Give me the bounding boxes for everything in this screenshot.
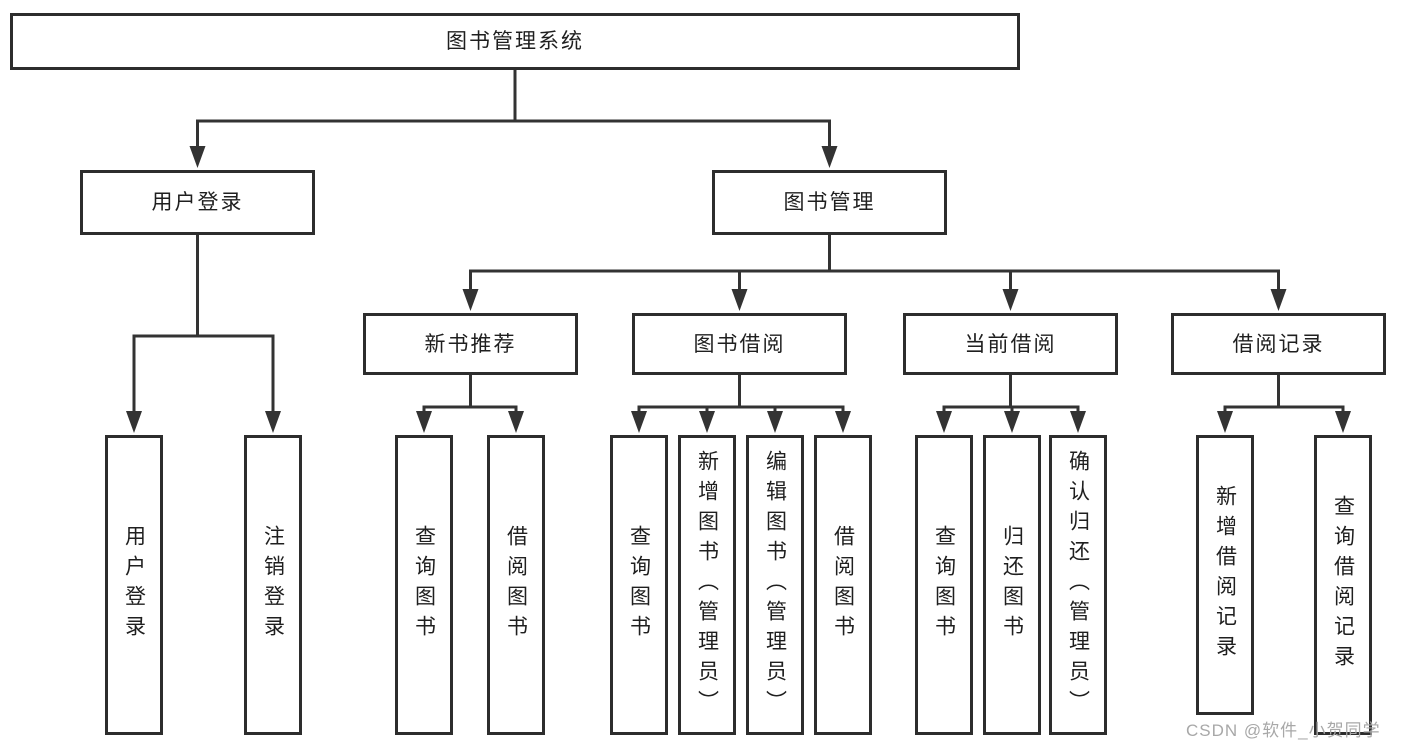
leaf-bb-add-books-admin: 新增图书（管理员）: [678, 435, 736, 735]
node-borrowing-records: 借阅记录: [1171, 313, 1386, 375]
node-user-login: 用户登录: [80, 170, 315, 235]
leaf-user-login: 用户登录: [105, 435, 163, 735]
node-book-management: 图书管理: [712, 170, 947, 235]
node-current-borrowing: 当前借阅: [903, 313, 1118, 375]
leaf-br-add-record: 新增借阅记录: [1196, 435, 1254, 715]
leaf-bb-borrow-books: 借阅图书: [814, 435, 872, 735]
leaf-nbr-borrow-books: 借阅图书: [487, 435, 545, 735]
leaf-logout: 注销登录: [244, 435, 302, 735]
leaf-bb-query-books: 查询图书: [610, 435, 668, 735]
leaf-cb-query-books: 查询图书: [915, 435, 973, 735]
leaf-cb-return-books: 归还图书: [983, 435, 1041, 735]
leaf-cb-confirm-return-admin: 确认归还（管理员）: [1049, 435, 1107, 735]
arrowheads: [126, 146, 1351, 433]
node-book-borrowing: 图书借阅: [632, 313, 847, 375]
leaf-bb-edit-books-admin: 编辑图书（管理员）: [746, 435, 804, 735]
leaf-nbr-query-books: 查询图书: [395, 435, 453, 735]
leaf-br-query-record: 查询借阅记录: [1314, 435, 1372, 735]
node-new-book-recommend: 新书推荐: [363, 313, 578, 375]
watermark: CSDN @软件_小贺同学: [1186, 721, 1381, 740]
node-root: 图书管理系统: [10, 13, 1020, 70]
